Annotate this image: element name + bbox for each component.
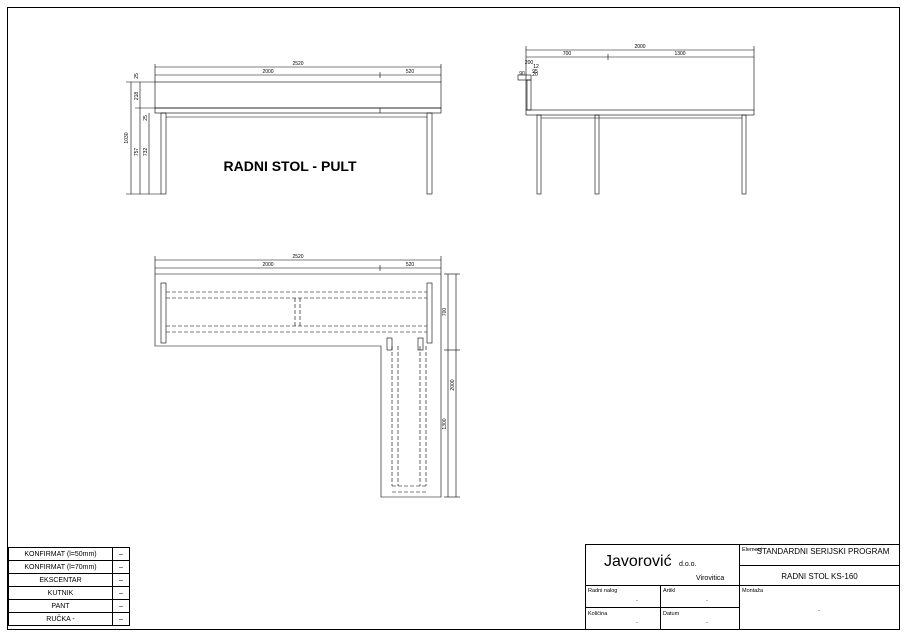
plan-view bbox=[154, 256, 460, 498]
front-right-dim: 520 bbox=[406, 69, 415, 75]
front-view bbox=[126, 64, 442, 195]
datum-cell: Datum - bbox=[660, 607, 740, 630]
product-cell: RADNI STOL KS-160 bbox=[739, 565, 900, 586]
table-row: EKSCENTAR– bbox=[8, 573, 130, 587]
parts-table: KONFIRMAT (l=50mm)– KONFIRMAT (l=70mm)– … bbox=[8, 547, 130, 626]
table-row: RUČKA -– bbox=[8, 612, 130, 626]
company-name: Javorović bbox=[604, 553, 672, 570]
table-row: KUTNIK– bbox=[8, 586, 130, 600]
table-row: KONFIRMAT (l=50mm)– bbox=[8, 547, 130, 561]
front-height-c: 25 bbox=[143, 115, 149, 121]
radni-nalog-cell: Radni nalog - bbox=[585, 585, 661, 608]
plan-overall-dim: 2520 bbox=[292, 254, 303, 260]
element-value: STANDARDNI SERIJSKI PROGRAM bbox=[756, 547, 890, 556]
title-block: Javorović d.o.o. Virovitica Element STAN… bbox=[585, 544, 900, 630]
company-city: Virovitica bbox=[696, 575, 725, 582]
drawing-frame bbox=[7, 7, 900, 630]
front-overall-dim: 2520 bbox=[292, 61, 303, 67]
plan-side-total: 2000 bbox=[450, 379, 456, 390]
side-small-a: 200 bbox=[525, 60, 534, 66]
company-suffix: d.o.o. bbox=[679, 561, 697, 568]
side-small-c: 95 bbox=[532, 69, 538, 75]
side-segment-b: 1300 bbox=[674, 51, 685, 57]
montaza-cell: Montaža - bbox=[739, 585, 900, 630]
artikl-cell: Artikl - bbox=[660, 585, 740, 608]
side-overall-dim: 2000 bbox=[634, 44, 645, 50]
side-small-e: 20 bbox=[532, 72, 538, 78]
front-height-a: 25 bbox=[134, 73, 140, 79]
front-height-d: 757 bbox=[134, 148, 140, 157]
front-height-e: 732 bbox=[143, 148, 149, 157]
plan-depth-dim: 700 bbox=[442, 308, 448, 317]
company-cell: Javorović d.o.o. Virovitica bbox=[585, 544, 740, 586]
table-row: PANT– bbox=[8, 599, 130, 613]
product-name: RADNI STOL KS-160 bbox=[781, 572, 858, 581]
element-cell: Element STANDARDNI SERIJSKI PROGRAM bbox=[739, 544, 900, 566]
side-small-b: 12 bbox=[533, 64, 539, 70]
plan-side-segment: 1300 bbox=[442, 418, 448, 429]
plan-left-dim: 2000 bbox=[262, 262, 273, 268]
drawing-title: RADNI STOL - PULT bbox=[224, 158, 357, 174]
side-segment-a: 700 bbox=[563, 51, 572, 57]
front-left-dim: 2000 bbox=[262, 69, 273, 75]
front-height-total: 1030 bbox=[124, 132, 130, 143]
side-view bbox=[517, 46, 755, 195]
kolicina-cell: Količina - bbox=[585, 607, 661, 630]
table-row: KONFIRMAT (l=70mm)– bbox=[8, 560, 130, 574]
plan-right-dim: 520 bbox=[406, 262, 415, 268]
front-height-b: 218 bbox=[134, 92, 140, 101]
side-small-d: 90 bbox=[519, 71, 525, 77]
